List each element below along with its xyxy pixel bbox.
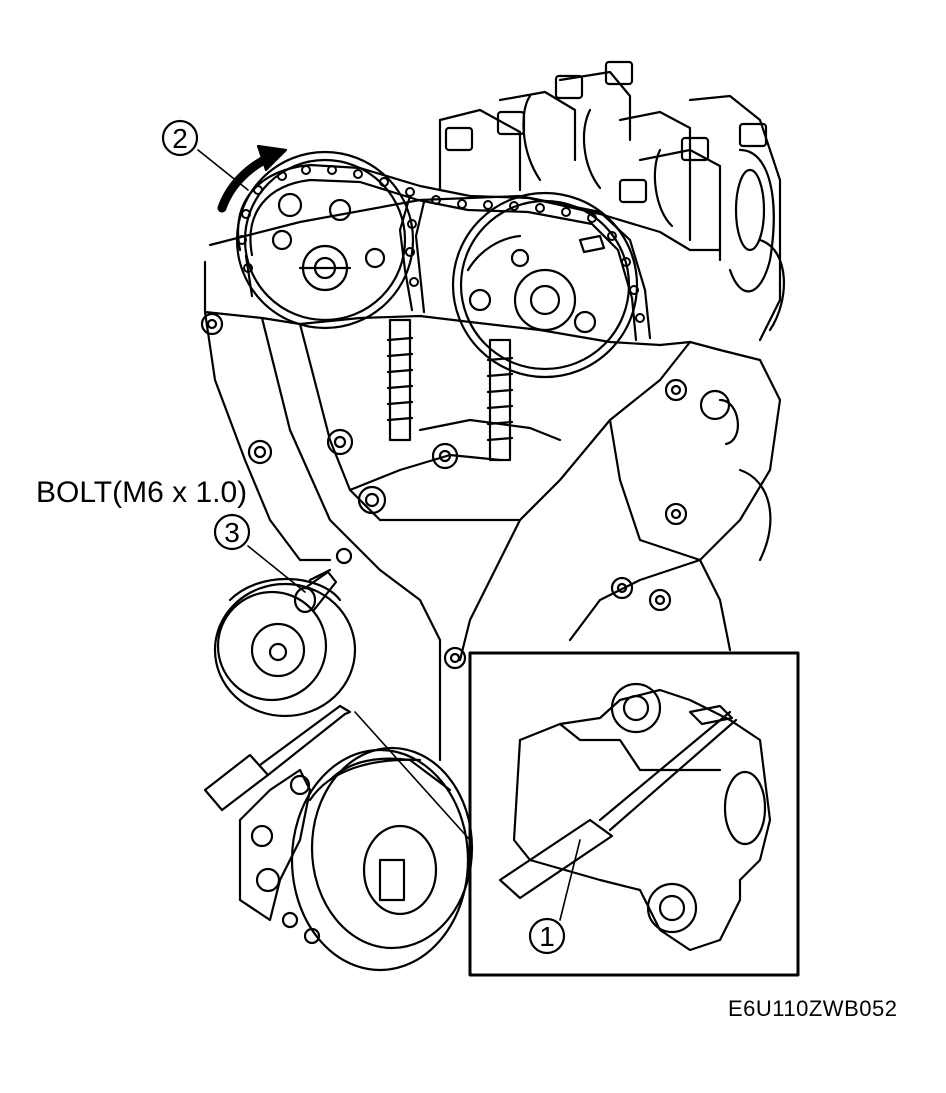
rotation-arrow bbox=[217, 144, 288, 213]
screwdriver bbox=[203, 704, 352, 812]
bolt-m6 bbox=[293, 547, 353, 614]
figure-code: E6U110ZWB052 bbox=[728, 996, 898, 1021]
bolt-spec-label: BOLT(M6 x 1.0) bbox=[36, 476, 248, 509]
callout-1: 1 bbox=[539, 921, 555, 952]
callout-2: 2 bbox=[172, 123, 188, 154]
idler-pulley bbox=[213, 577, 357, 718]
engine-block bbox=[203, 310, 782, 762]
callout-circles bbox=[161, 119, 566, 955]
crankshaft-pulley bbox=[290, 746, 474, 972]
guide-studs bbox=[386, 318, 514, 462]
detail-inset bbox=[468, 651, 800, 977]
timing-chain bbox=[237, 163, 652, 342]
leader-lines bbox=[197, 149, 471, 841]
cylinder-head bbox=[203, 60, 786, 347]
callout-3: 3 bbox=[224, 517, 240, 548]
block-bolts bbox=[200, 312, 688, 670]
oil-pump-housing bbox=[238, 768, 321, 945]
